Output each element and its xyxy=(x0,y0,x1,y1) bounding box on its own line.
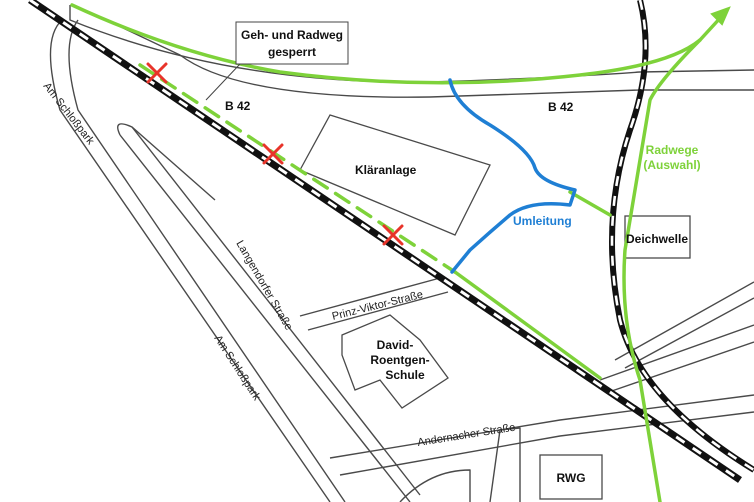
access-road xyxy=(489,427,521,502)
b42-label-right: B 42 xyxy=(548,100,574,114)
road-network xyxy=(49,5,754,502)
school-label-3: Schule xyxy=(385,368,425,382)
red-x-icon xyxy=(262,143,284,165)
east-road-edge-2 xyxy=(605,341,754,394)
bike-route-north xyxy=(70,3,724,85)
klaeranlage-building xyxy=(299,114,491,236)
callout-line-1: Geh- und Radweg xyxy=(241,28,343,42)
prinz-viktor-bottom-edge xyxy=(307,291,449,331)
b42-label-left: B 42 xyxy=(225,99,251,113)
andernacher-label: Andernacher Straße xyxy=(417,422,517,449)
school-label-2: Roentgen- xyxy=(370,353,429,367)
rwg-label: RWG xyxy=(556,471,585,485)
bike-route-east xyxy=(622,38,702,502)
rwg-building xyxy=(539,454,603,500)
bike-routes xyxy=(70,3,724,502)
langendorfer-left-edge xyxy=(119,134,411,502)
bike-route-link xyxy=(568,190,612,217)
bike-route-south xyxy=(453,270,602,380)
east-railway-dashes xyxy=(610,0,754,472)
blocked-markers xyxy=(146,62,404,246)
callout-box xyxy=(235,21,349,65)
bike-routes-label-1: Radwege xyxy=(646,143,699,157)
green-arrow-icon xyxy=(710,6,731,26)
closed-path-callout: Geh- und Radweg gesperrt xyxy=(205,21,349,101)
east-branch-edge xyxy=(614,281,754,361)
am-schlosspark-top-label: Am Schloßpark xyxy=(41,80,97,147)
bottom-curve xyxy=(399,469,471,502)
east-branch-edge-2 xyxy=(624,297,754,369)
andernacher-top-edge xyxy=(329,394,754,459)
detour-route xyxy=(448,78,577,274)
prinz-viktor-label: Prinz-Viktor-Straße xyxy=(331,289,424,323)
school-building xyxy=(341,314,449,409)
school-label-1: David- xyxy=(377,338,414,352)
red-x-icon xyxy=(146,62,168,84)
loop-road xyxy=(117,123,216,201)
bike-route-closed xyxy=(138,63,457,274)
bike-routes-label-2: (Auswahl) xyxy=(643,158,700,172)
callout-line-2: gesperrt xyxy=(268,45,316,59)
am-schlosspark-left-edge xyxy=(49,19,331,502)
langendorfer-right-edge xyxy=(131,126,421,496)
prinz-viktor-top-edge xyxy=(299,277,441,317)
klaeranlage-label: Kläranlage xyxy=(355,163,417,177)
red-x-icon xyxy=(382,224,404,246)
east-road-edge-1 xyxy=(599,324,754,381)
buildings xyxy=(299,114,691,500)
callout-pointer xyxy=(205,63,241,101)
b42-road-bottom-edge xyxy=(84,9,754,98)
detour-label: Umleitung xyxy=(513,214,572,228)
deichwelle-label: Deichwelle xyxy=(626,232,688,246)
deichwelle-building xyxy=(624,215,691,259)
